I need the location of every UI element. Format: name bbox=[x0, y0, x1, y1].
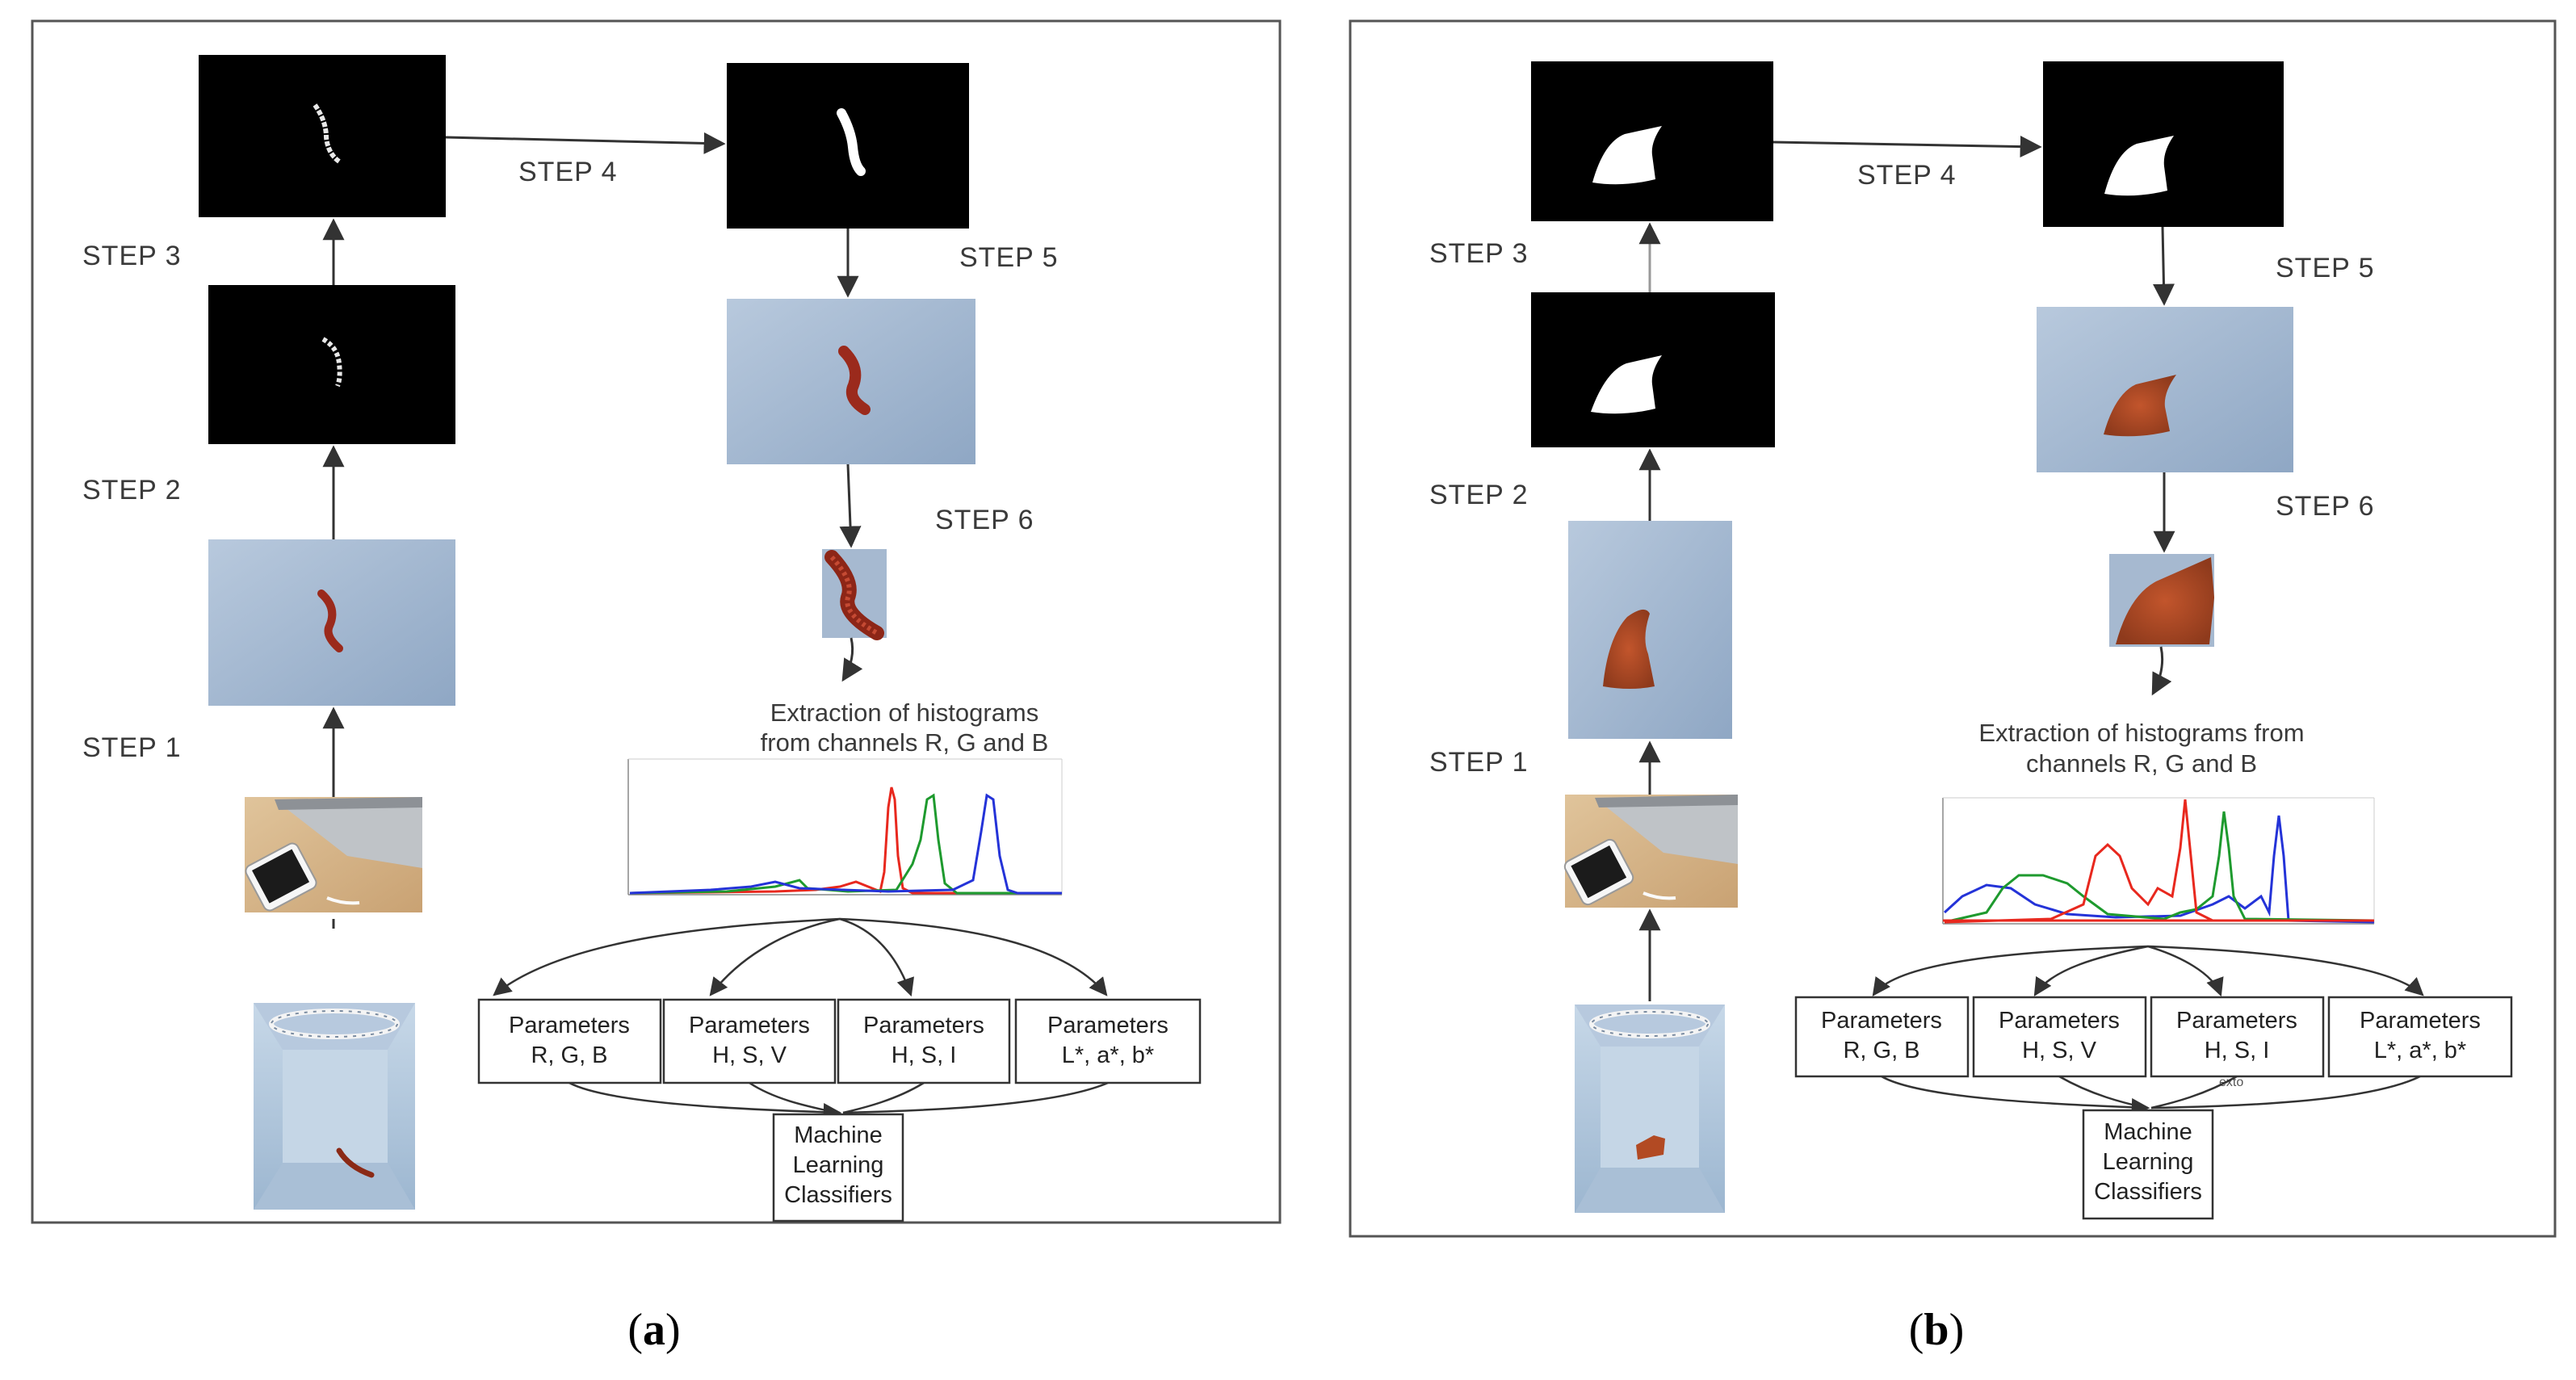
param-title: Parameters bbox=[1821, 1008, 1942, 1034]
arrow-to-histogram bbox=[2151, 646, 2172, 696]
param-value: H, S, I bbox=[2205, 1038, 2270, 1063]
param-value: L*, a*, b* bbox=[2374, 1038, 2466, 1063]
param-value: H, S, V bbox=[2022, 1038, 2097, 1063]
param-title: Parameters bbox=[863, 1013, 984, 1038]
param-value: R, G, B bbox=[531, 1042, 607, 1068]
step4-refined-mask bbox=[2043, 61, 2284, 227]
param-value: L*, a*, b* bbox=[1062, 1042, 1154, 1068]
step2-label: STEP 2 bbox=[82, 475, 182, 505]
param-box-hsv-a: Parameters H, S, V bbox=[662, 998, 837, 1084]
light-booth-photo bbox=[1575, 1005, 1725, 1213]
param-box-lab-a: Parameters L*, a*, b* bbox=[1014, 998, 1202, 1084]
caption-a: (a) bbox=[627, 1305, 680, 1355]
param-box-hsv-b: Parameters H, S, V bbox=[1972, 996, 2147, 1078]
step4-label: STEP 4 bbox=[518, 157, 618, 187]
classifier-line2: Learning bbox=[793, 1152, 884, 1178]
step6-cropped-sample bbox=[822, 549, 887, 640]
fanout-arrows-a bbox=[493, 917, 1108, 997]
classifier-line1: Machine bbox=[2104, 1119, 2192, 1145]
step2-binary-mask bbox=[1531, 292, 1775, 447]
converge-arrows-b bbox=[1881, 1075, 2421, 1117]
fanout-arrows-b bbox=[1872, 945, 2424, 997]
step6-label: STEP 6 bbox=[935, 505, 1034, 535]
smartphone-capture-photo bbox=[245, 797, 422, 912]
step4-refined-mask bbox=[727, 63, 969, 229]
arrow-step4 bbox=[1773, 136, 2042, 158]
step3-binary-mask bbox=[199, 55, 446, 217]
param-box-rgb-b: Parameters R, G, B bbox=[1794, 996, 1970, 1078]
param-box-hsi-b: Parameters H, S, I bbox=[2150, 996, 2325, 1078]
param-box-rgb-a: Parameters R, G, B bbox=[477, 998, 662, 1084]
step3-binary-mask bbox=[1531, 61, 1773, 221]
stray-label: exto bbox=[2219, 1076, 2243, 1089]
param-title: Parameters bbox=[2360, 1008, 2481, 1034]
step2-sample-photo bbox=[1568, 521, 1732, 739]
converge-arrows-a bbox=[568, 1081, 1109, 1122]
param-value: H, S, V bbox=[712, 1042, 787, 1068]
step2-binary-mask bbox=[208, 285, 455, 444]
histogram-title-line1: Extraction of histograms bbox=[770, 698, 1039, 727]
step5-label: STEP 5 bbox=[2276, 253, 2375, 283]
param-title: Parameters bbox=[509, 1013, 630, 1038]
step1-label: STEP 1 bbox=[1429, 747, 1529, 778]
step6-cropped-sample bbox=[2109, 554, 2214, 647]
histogram-chart-b bbox=[1938, 791, 2377, 935]
step3-label: STEP 3 bbox=[82, 241, 182, 271]
classifier-line3: Classifiers bbox=[2094, 1179, 2202, 1205]
param-title: Parameters bbox=[2176, 1008, 2297, 1034]
light-booth-photo bbox=[254, 1003, 415, 1210]
step1-label: STEP 1 bbox=[82, 732, 182, 763]
step6-label: STEP 6 bbox=[2276, 491, 2375, 522]
smartphone-capture-photo bbox=[1563, 795, 1738, 908]
arrow-step4 bbox=[445, 132, 726, 154]
classifier-line1: Machine bbox=[794, 1122, 883, 1148]
step4-label: STEP 4 bbox=[1857, 160, 1957, 191]
step5-segmented-photo bbox=[727, 299, 975, 464]
step3-label: STEP 3 bbox=[1429, 238, 1529, 269]
param-value: H, S, I bbox=[892, 1042, 957, 1068]
panel-a: STEP 1 STEP 2 STEP 3 STEP 4 STEP 5 STEP … bbox=[31, 19, 1282, 1355]
classifier-box-a: Machine Learning Classifiers bbox=[772, 1113, 904, 1223]
arrow-to-histogram bbox=[841, 637, 863, 682]
step2-label: STEP 2 bbox=[1429, 480, 1529, 510]
histogram-title-line2: channels R, G and B bbox=[2026, 749, 2257, 778]
param-box-lab-b: Parameters L*, a*, b* bbox=[2327, 996, 2513, 1078]
histogram-title-line1: Extraction of histograms from bbox=[1978, 719, 2304, 747]
arrow-step5 bbox=[2152, 226, 2175, 306]
histogram-chart-a bbox=[627, 758, 1066, 904]
histogram-title-line2: from channels R, G and B bbox=[761, 728, 1049, 757]
step5-segmented-photo bbox=[2037, 307, 2293, 472]
param-box-hsi-a: Parameters H, S, I bbox=[837, 998, 1011, 1084]
classifier-line3: Classifiers bbox=[784, 1182, 892, 1208]
param-title: Parameters bbox=[1047, 1013, 1168, 1038]
classifier-line2: Learning bbox=[2103, 1149, 2194, 1175]
step2-sample-photo bbox=[208, 539, 455, 706]
panel-b: STEP 1 STEP 2 STEP 3 STEP 4 STEP 5 STEP … bbox=[1349, 19, 2557, 1355]
arrow-step6 bbox=[839, 463, 862, 548]
param-title: Parameters bbox=[1999, 1008, 2120, 1034]
param-value: R, G, B bbox=[1843, 1038, 1919, 1063]
param-title: Parameters bbox=[689, 1013, 810, 1038]
caption-b: (b) bbox=[1909, 1305, 1964, 1355]
classifier-box-b: Machine Learning Classifiers bbox=[2082, 1109, 2214, 1220]
step5-label: STEP 5 bbox=[959, 242, 1059, 273]
